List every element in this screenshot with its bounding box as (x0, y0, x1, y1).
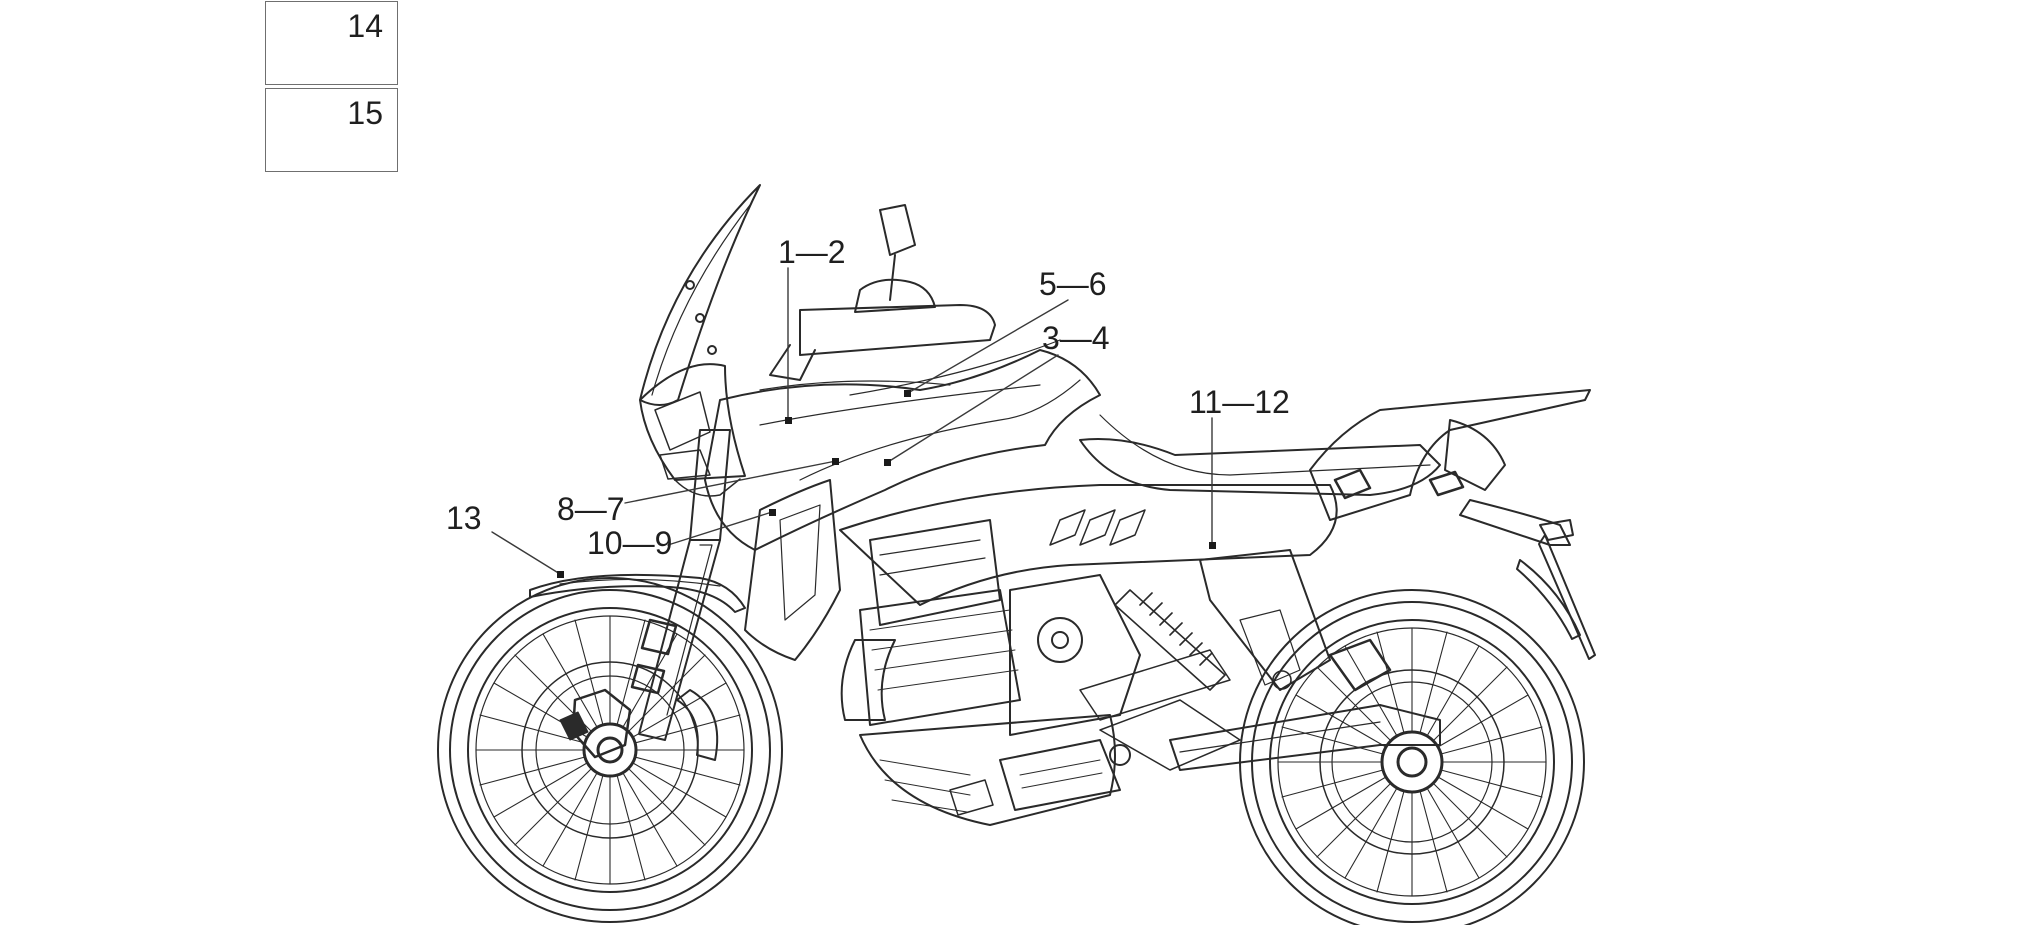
mirror-handlebar (769, 204, 996, 381)
callout-13[interactable]: 13 (446, 500, 482, 536)
callout-11-12[interactable]: 11—12 (1189, 384, 1290, 420)
swingarm (1169, 704, 1441, 771)
callout-1-2[interactable]: 1—2 (778, 234, 846, 270)
callout-3-4[interactable]: 3—4 (1042, 320, 1110, 356)
part-box-label: 14 (347, 8, 383, 44)
callout-5-6[interactable]: 5—6 (1039, 266, 1107, 302)
decal-markers (557, 390, 1216, 578)
leader-lines (491, 267, 1213, 575)
fuel-tank (704, 349, 1101, 551)
windscreen (639, 184, 761, 406)
part-box-14[interactable]: 14 (265, 1, 398, 85)
front-fairing (639, 363, 746, 497)
callout-8-7[interactable]: 8—7 (557, 491, 625, 527)
main-frame (839, 484, 1338, 691)
seat (1079, 414, 1441, 496)
part-box-label: 15 (347, 95, 383, 131)
tail-section (1309, 389, 1596, 660)
side-panel (744, 479, 841, 661)
part-box-15[interactable]: 15 (265, 88, 398, 172)
engine (840, 519, 1241, 826)
front-wheel (437, 577, 783, 923)
rear-shock (1114, 589, 1292, 691)
front-fork (630, 429, 731, 741)
front-fender (529, 573, 746, 613)
rear-wheel (1239, 589, 1585, 925)
callout-10-9[interactable]: 10—9 (587, 525, 673, 561)
